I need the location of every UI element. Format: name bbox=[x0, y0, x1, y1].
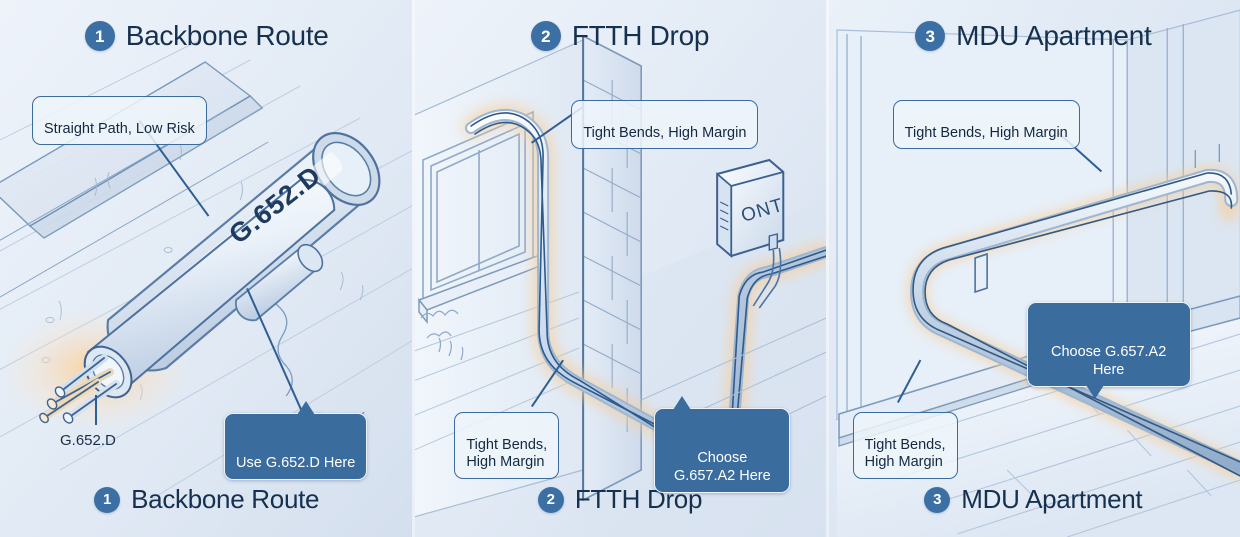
panel-2-artwork: ONT bbox=[413, 0, 827, 537]
callout-text: Choose G.657.A2 Here bbox=[1051, 344, 1167, 379]
callout-tight-bends-high-margin-top: Tight Bends, High Margin bbox=[571, 100, 759, 150]
callout-tight-bends-high-margin-bottom: Tight Bends, High Margin bbox=[454, 412, 560, 480]
panel-mdu-apartment: Tight Bends, High Margin Tight Bends, Hi… bbox=[826, 0, 1240, 537]
callout-text: Use G.652.D Here bbox=[236, 455, 356, 472]
callout-text: Tight Bends, High Margin bbox=[864, 436, 946, 471]
panel-divider-1 bbox=[412, 0, 415, 537]
callout-straight-path-low-risk: Straight Path, Low Risk bbox=[32, 96, 207, 146]
callout-choose-g657a2-here: Choose G.657.A2 Here bbox=[654, 396, 791, 493]
callout-text: Straight Path, Low Risk bbox=[44, 120, 195, 137]
label-cable-type-g652d: G.652.D bbox=[60, 432, 116, 449]
plain-label-text: G.652.D bbox=[60, 432, 116, 449]
callout-text: Choose G.657.A2 Here bbox=[673, 450, 771, 485]
panel-backbone-route: G.652.D Straight Path, Low Risk G.652.D … bbox=[0, 0, 414, 537]
callout-choose-g657a2-here: Choose G.657.A2 Here bbox=[1026, 302, 1191, 399]
panel-ftth-drop: ONT Tight Bends, High Margin Tight Bends… bbox=[413, 0, 827, 537]
callout-tail-icon bbox=[673, 396, 692, 410]
callout-tail-icon bbox=[297, 401, 315, 415]
callout-tight-bends-high-margin-bottom: Tight Bends, High Margin bbox=[852, 412, 958, 480]
callout-text: Tight Bends, High Margin bbox=[583, 124, 747, 141]
callout-use-g652d-here: Use G.652.D Here bbox=[224, 401, 368, 481]
callout-text: Tight Bends, High Margin bbox=[466, 436, 548, 471]
callout-text: Tight Bends, High Margin bbox=[904, 124, 1068, 141]
callout-tight-bends-high-margin-top: Tight Bends, High Margin bbox=[892, 100, 1080, 150]
callout-tail-icon bbox=[1085, 384, 1104, 399]
panel-divider-2 bbox=[826, 0, 829, 537]
leader-line-g652d-part bbox=[95, 395, 97, 425]
